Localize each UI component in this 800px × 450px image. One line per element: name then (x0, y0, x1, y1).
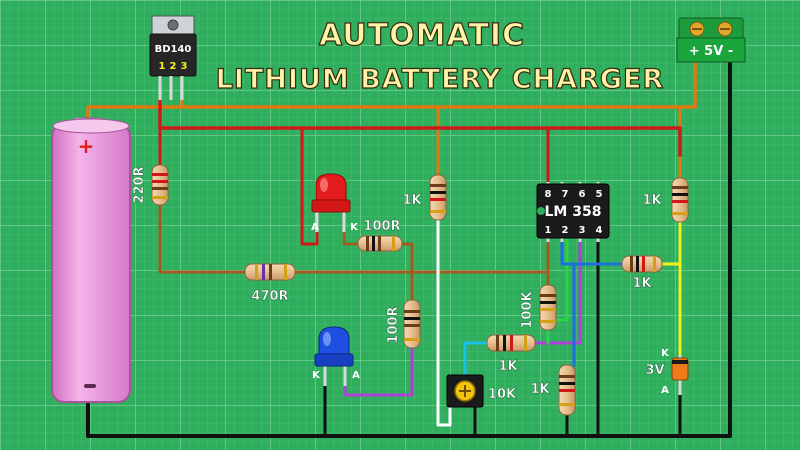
label-470r: 470R (251, 289, 288, 304)
ic-pin2-label: 2 (562, 225, 569, 236)
zener-k-label: K (661, 348, 670, 359)
collector-wire (158, 98, 682, 157)
red-led-k-label: K (350, 222, 359, 233)
zener-a-label: A (661, 385, 669, 396)
label-100r-top: 100R (363, 219, 400, 234)
battery-plus-label: + (78, 134, 95, 158)
resistor-100r-top (357, 235, 403, 252)
label-zener-3v: 3V (645, 363, 664, 378)
label-1k-middle: 1K (498, 359, 518, 374)
ground-wire (86, 58, 732, 438)
blue-led-a-label: A (352, 370, 360, 381)
resistor-1k-bottom (558, 364, 576, 416)
resistor-1k-right-top (671, 177, 689, 223)
resistor-470r (244, 263, 296, 281)
ic-pin4-label: 4 (596, 225, 603, 236)
transistor-pin3: 3 (181, 61, 188, 72)
title-line1: AUTOMATIC (319, 18, 525, 53)
label-1k-bottom: 1K (530, 382, 550, 397)
ic-pin3-label: 3 (579, 225, 586, 236)
resistor-100k (539, 284, 557, 331)
resistor-220r (151, 164, 169, 206)
label-1k-right: 1K (632, 276, 652, 291)
title-line2: LITHIUM BATTERY CHARGER (216, 64, 665, 95)
white-wire (436, 218, 452, 427)
zener-diode-3v (671, 355, 689, 395)
blue-led (314, 326, 354, 386)
pot-wiper-wire (463, 341, 489, 377)
ic-pin3-wire (533, 238, 582, 345)
lm358-ic: 8 7 6 5 LM 358 1 2 3 4 (536, 182, 610, 242)
ic-pin7-label: 7 (562, 189, 569, 200)
ic-label: LM 358 (545, 204, 602, 220)
ic-pin5-label: 5 (596, 189, 603, 200)
red-led-a-wire (300, 126, 319, 246)
label-100r-left: 100R (386, 306, 401, 343)
transistor-label: BD140 (155, 44, 192, 55)
ic-pin1-wire (560, 238, 624, 266)
ic-pin1-label: 1 (545, 225, 552, 236)
resistor-100r-left (403, 299, 421, 349)
blue-led-a-wire (343, 346, 414, 397)
red-led (311, 173, 351, 232)
transistor-pin1: 1 (159, 61, 166, 72)
ic-pin6-label: 6 (579, 189, 586, 200)
label-1k-left: 1K (402, 193, 422, 208)
label-1k-right-top: 1K (642, 193, 662, 208)
label-220r: 220R (132, 166, 147, 203)
red-led-a-label: A (311, 222, 319, 233)
ic-pin8-label: 8 (545, 189, 552, 200)
resistor-1k-middle (486, 334, 536, 352)
label-pot-10k: 10K (488, 387, 517, 402)
r100-link (400, 242, 414, 302)
base-wire (158, 203, 247, 274)
resistor-1k-right (621, 255, 663, 273)
blue-led-k-label: K (312, 370, 321, 381)
label-100k: 100K (520, 290, 535, 328)
power-terminal-label: + 5V - (689, 44, 733, 59)
power-terminal: + 5V - (676, 17, 746, 63)
resistor-1k-left (429, 174, 447, 221)
transistor-pin2: 2 (170, 61, 177, 72)
lithium-battery: + (51, 117, 131, 403)
wires (86, 58, 732, 438)
bd140-transistor: BD140 1 2 3 (149, 15, 197, 100)
vcc-wire (86, 58, 697, 122)
potentiometer-10k (446, 374, 484, 408)
battery-minus-mark (84, 384, 96, 388)
